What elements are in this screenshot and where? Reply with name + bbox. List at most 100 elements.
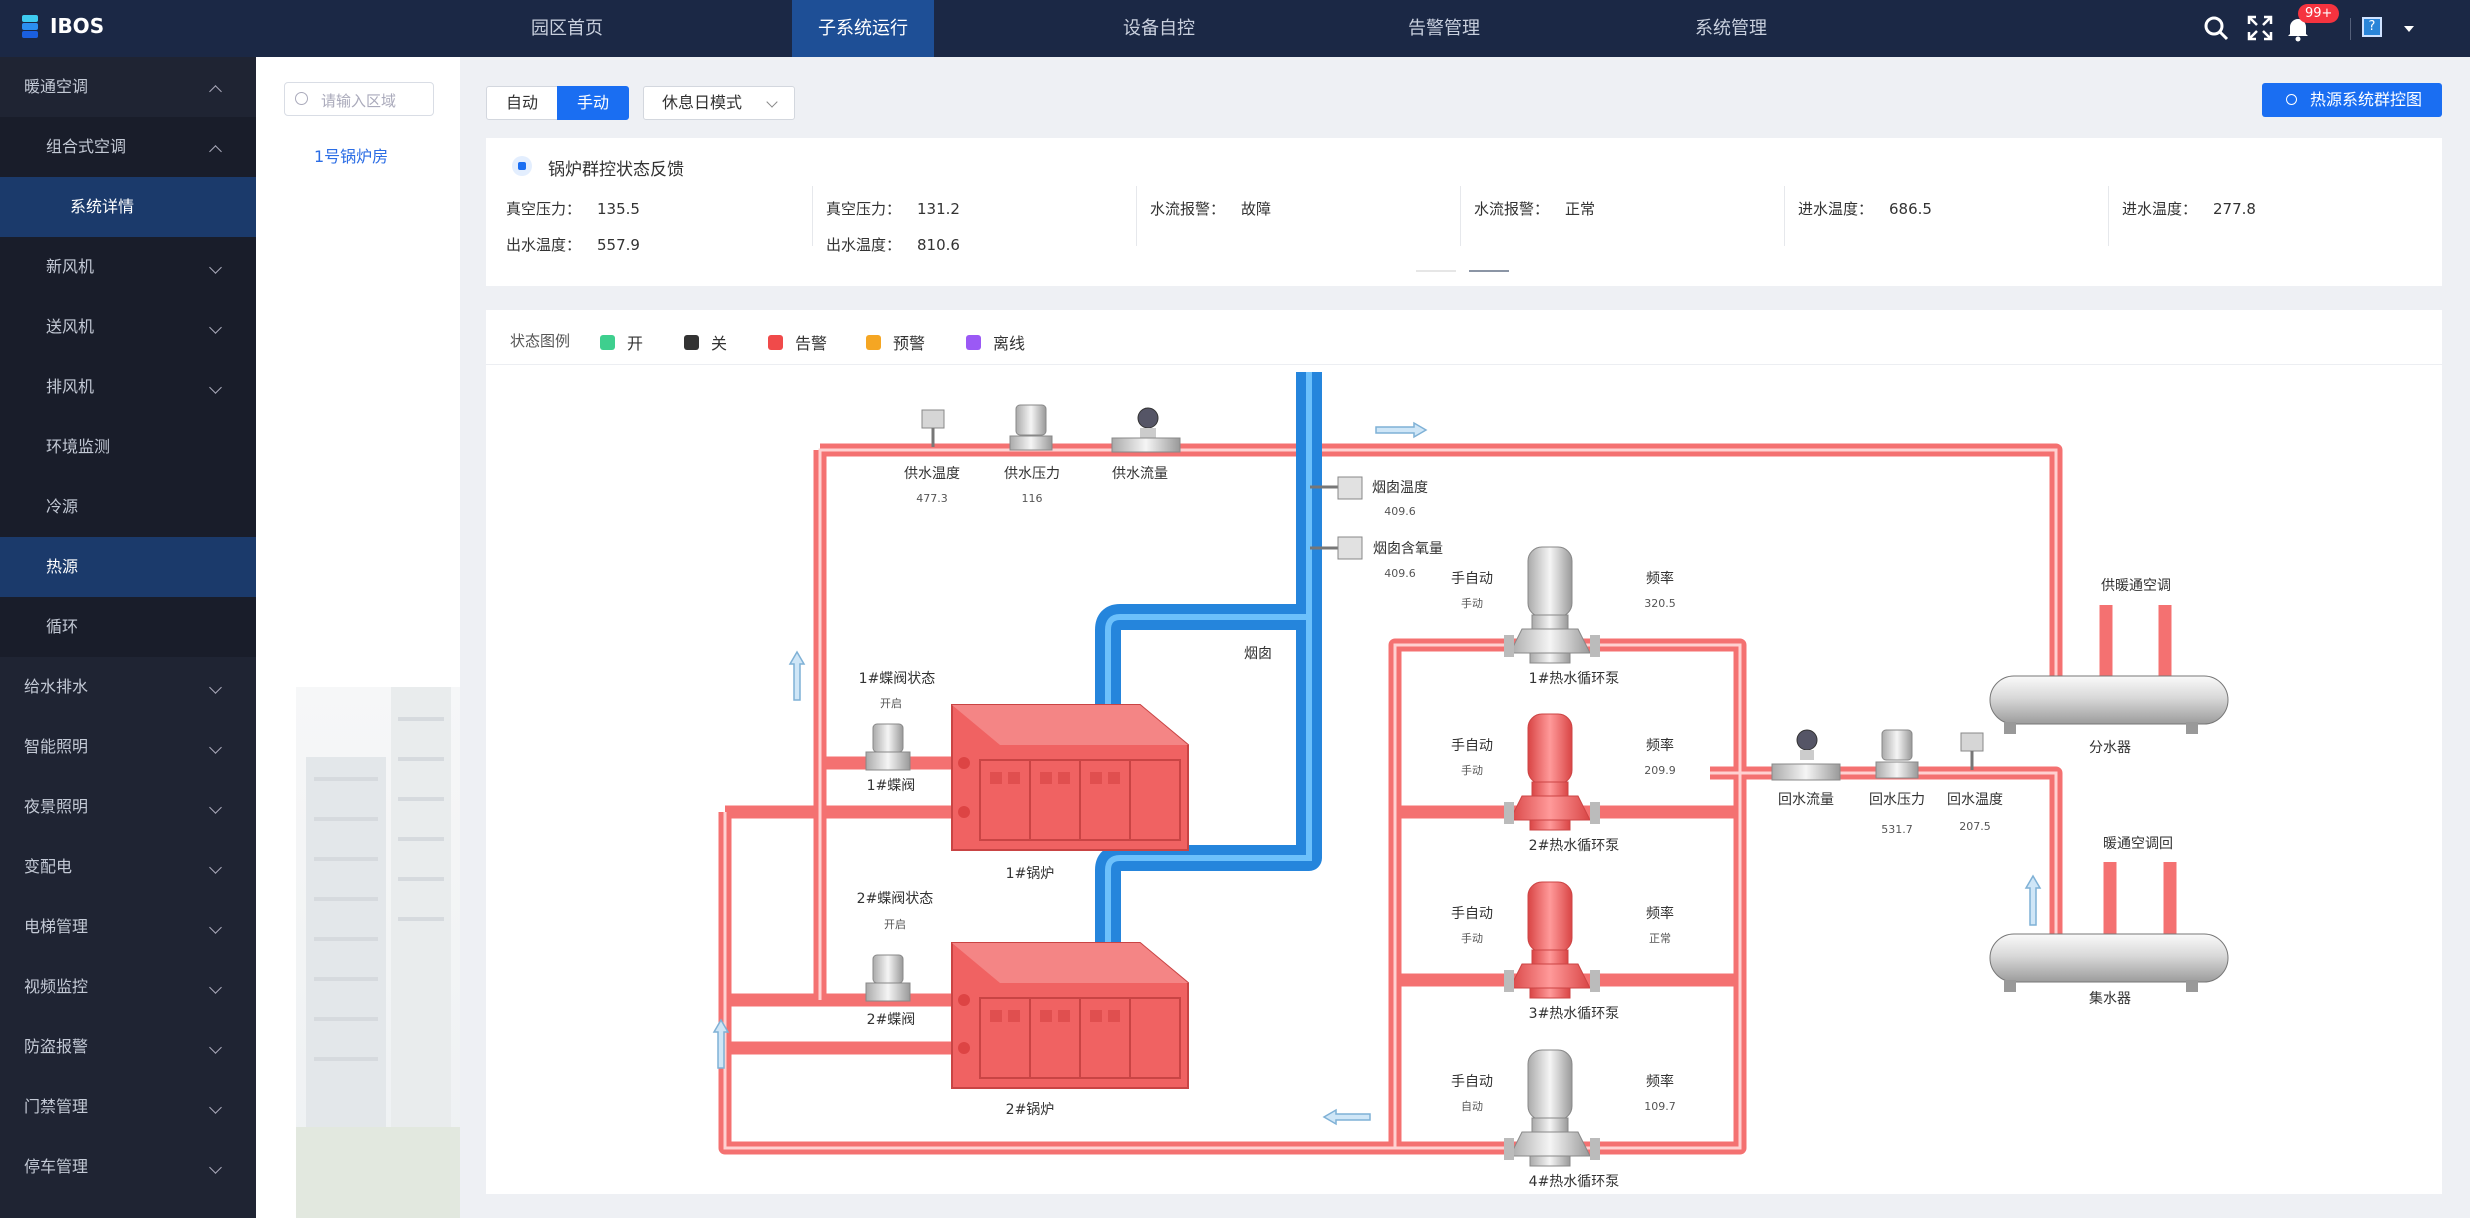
status-field-value: 正常 xyxy=(1565,200,1596,218)
status-field-value: 810.6 xyxy=(917,236,960,254)
status-icon xyxy=(512,156,532,176)
chevron-down-icon xyxy=(209,321,222,334)
valve2-status-label: 2#蝶阀状态 xyxy=(857,891,934,907)
sidebar-item-3[interactable]: 新风机 xyxy=(0,237,256,297)
chimney-pipe xyxy=(1095,372,1322,955)
legend-swatch xyxy=(966,334,981,350)
valve1-label: 1#蝶阀 xyxy=(867,778,916,794)
carousel-dot[interactable] xyxy=(1416,270,1456,272)
status-field-label: 进水温度： xyxy=(2122,200,2198,218)
supply-flow-label: 供水流量 xyxy=(1112,466,1168,482)
sidebar-item-7[interactable]: 冷源 xyxy=(0,477,256,537)
valve2-status-value: 开启 xyxy=(884,918,906,931)
sidebar-item-label: 夜景照明 xyxy=(24,797,89,816)
bell-icon[interactable] xyxy=(2284,14,2312,42)
sidebar-item-14[interactable]: 电梯管理 xyxy=(0,897,256,957)
sidebar-item-label: 给水排水 xyxy=(24,677,89,696)
distributor-label: 分水器 xyxy=(2089,740,2131,756)
sidebar-item-label: 循环 xyxy=(46,617,79,636)
app-logo[interactable]: IBOS xyxy=(22,14,104,38)
chevron-down-icon xyxy=(209,681,222,694)
status-field: 水流报警：故障 xyxy=(1150,198,1271,219)
sidebar-item-2[interactable]: 系统详情 xyxy=(0,177,256,237)
sidebar-item-label: 送风机 xyxy=(46,317,95,336)
area-search-input[interactable]: 请输入区域 xyxy=(284,82,434,116)
sidebar-item-label: 电梯管理 xyxy=(24,917,89,936)
sidebar-item-10[interactable]: 给水排水 xyxy=(0,657,256,717)
nav-subsystem-run[interactable]: 子系统运行 xyxy=(792,0,934,57)
search-icon[interactable] xyxy=(2202,14,2230,42)
pump-mode-label: 手自动 xyxy=(1451,906,1493,922)
nav-device-control[interactable]: 设备自控 xyxy=(1123,18,1195,39)
chevron-up-icon xyxy=(209,145,222,158)
sidebar-item-6[interactable]: 环境监测 xyxy=(0,417,256,477)
building-illustration xyxy=(296,687,460,1218)
return-flow-meter xyxy=(1771,729,1841,781)
status-field: 出水温度：557.9 xyxy=(506,234,640,255)
pump-frequency-label: 频率 xyxy=(1646,737,1674,754)
status-field-value: 故障 xyxy=(1241,200,1272,218)
notification-badge: 99+ xyxy=(2298,4,2340,23)
schedule-mode-select[interactable]: 休息日模式 xyxy=(643,86,795,120)
supply-flow-meter xyxy=(1111,407,1181,453)
legend-title: 状态图例 xyxy=(510,330,570,351)
hot-water-pump-3[interactable] xyxy=(1504,881,1600,999)
sidebar-item-5[interactable]: 排风机 xyxy=(0,357,256,417)
status-separator xyxy=(1460,186,1461,246)
chevron-down-icon xyxy=(209,861,222,874)
status-separator xyxy=(1784,186,1785,246)
sidebar-item-label: 停车管理 xyxy=(24,1157,89,1176)
pump-mode-label: 手自动 xyxy=(1451,571,1493,587)
pump-frequency-label: 频率 xyxy=(1646,905,1674,922)
valve1-status-value: 开启 xyxy=(880,697,902,710)
sidebar-item-12[interactable]: 夜景照明 xyxy=(0,777,256,837)
hot-water-pump-1[interactable] xyxy=(1504,546,1600,664)
sidebar-item-0[interactable]: 暖通空调 xyxy=(0,57,256,117)
hot-water-pump-2[interactable] xyxy=(1504,713,1600,831)
user-caret-icon[interactable] xyxy=(2404,26,2414,32)
nav-system-management[interactable]: 系统管理 xyxy=(1695,18,1767,39)
legend-label: 关 xyxy=(711,334,728,353)
boiler2-label: 2#锅炉 xyxy=(1006,1102,1055,1118)
tree-node-boiler-room[interactable]: 1号锅炉房 xyxy=(314,147,389,166)
pump-mode-label: 手自动 xyxy=(1451,1074,1493,1090)
sidebar-item-13[interactable]: 变配电 xyxy=(0,837,256,897)
legend-divider xyxy=(486,364,2442,365)
supply-pressure-label: 供水压力 xyxy=(1004,466,1060,482)
sidebar-item-8[interactable]: 热源 xyxy=(0,537,256,597)
chevron-up-icon xyxy=(209,85,222,98)
heat-source-control-diagram-button[interactable]: 热源系统群控图 xyxy=(2262,83,2442,117)
return-pressure-label: 回水压力 xyxy=(1869,792,1925,808)
manual-mode-button[interactable]: 手动 xyxy=(557,86,629,120)
carousel-dot-active[interactable] xyxy=(1469,270,1509,272)
hot-water-pump-4[interactable] xyxy=(1504,1049,1600,1167)
sidebar-item-16[interactable]: 防盗报警 xyxy=(0,1017,256,1077)
sidebar-item-11[interactable]: 智能照明 xyxy=(0,717,256,777)
chevron-down-icon xyxy=(209,381,222,394)
chimney-o2-sensor xyxy=(1310,536,1363,560)
chevron-down-icon xyxy=(209,921,222,934)
status-field: 真空压力：131.2 xyxy=(826,198,960,219)
status-field-value: 131.2 xyxy=(917,200,960,218)
legend-label: 开 xyxy=(627,334,644,353)
status-field: 水流报警：正常 xyxy=(1474,198,1595,219)
sidebar-item-17[interactable]: 门禁管理 xyxy=(0,1077,256,1137)
fullscreen-icon[interactable] xyxy=(2246,14,2274,42)
nav-alarm-management[interactable]: 告警管理 xyxy=(1408,18,1480,39)
legend-label: 告警 xyxy=(795,334,828,353)
return-temp-label: 回水温度 xyxy=(1947,792,2003,808)
sidebar-item-4[interactable]: 送风机 xyxy=(0,297,256,357)
sidebar-item-9[interactable]: 循环 xyxy=(0,597,256,657)
sidebar-item-label: 组合式空调 xyxy=(46,137,127,156)
help-avatar[interactable]: ? xyxy=(2362,17,2382,37)
chimney-temp-sensor xyxy=(1310,476,1363,500)
sidebar-item-15[interactable]: 视频监控 xyxy=(0,957,256,1017)
auto-mode-button[interactable]: 自动 xyxy=(486,86,558,120)
sidebar-item-18[interactable]: 停车管理 xyxy=(0,1137,256,1197)
return-temp-sensor xyxy=(1960,732,1984,770)
return-temp-value: 207.5 xyxy=(1959,820,1991,833)
status-field-label: 出水温度： xyxy=(506,236,582,254)
nav-park-home[interactable]: 园区首页 xyxy=(531,18,603,39)
heat-source-diagram: 手自动手动频率320.51#热水循环泵手自动手动频率209.92#热水循环泵手自… xyxy=(712,372,2229,1190)
sidebar-item-1[interactable]: 组合式空调 xyxy=(0,117,256,177)
